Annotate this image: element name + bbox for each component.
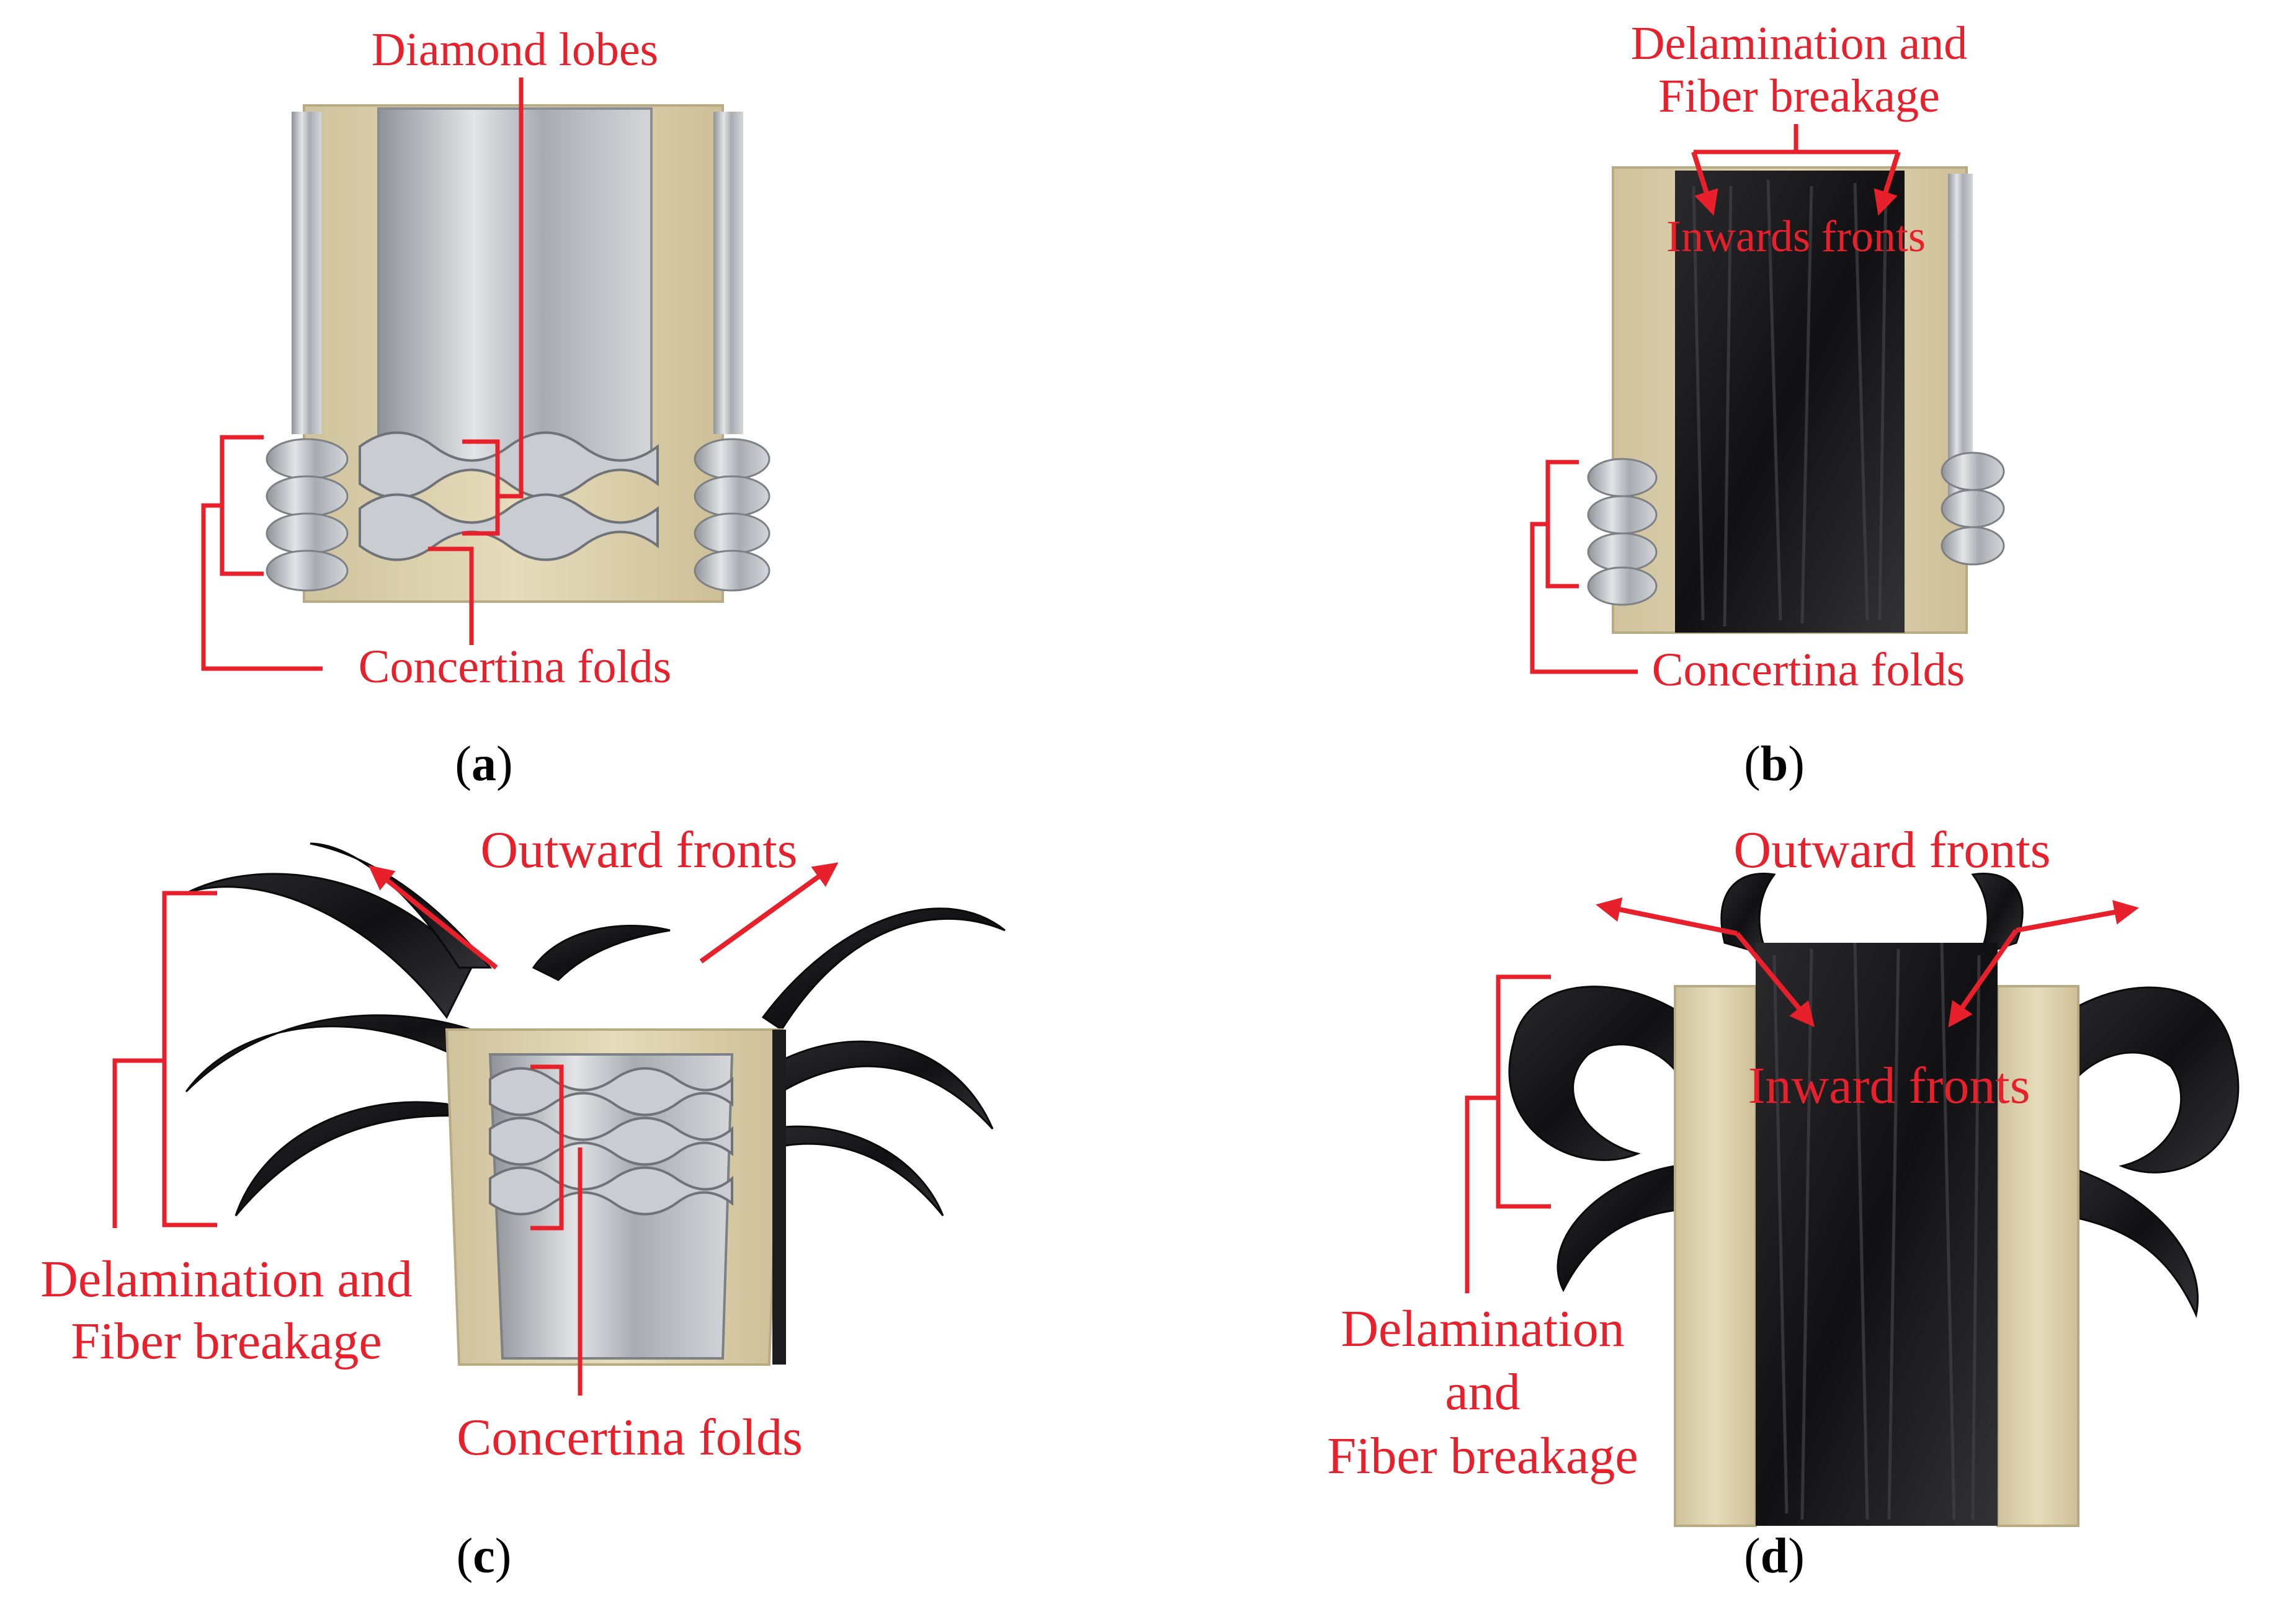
annotation-concertina-folds-c: Concertina folds [457,1064,803,1466]
panel-b: Delamination and Fiber breakage Inwards … [1530,17,2005,791]
label-outward-fronts-d: Outward fronts [1734,821,2051,879]
label-inward-fronts-d: Inward fronts [1748,1057,2030,1115]
annotation-outward-fronts-d: Outward fronts Inward fronts [1596,821,2139,1115]
label-delamination-d-line3: Fiber breakage [1327,1427,1638,1485]
label-concertina-folds-c: Concertina folds [457,1409,803,1466]
label-delamination-b-line2: Fiber breakage [1658,70,1940,122]
caption-b: (b) [1744,737,1805,791]
annotation-concertina-folds-b: Concertina folds [1530,460,1965,696]
caption-a: (a) [455,737,512,791]
label-concertina-folds-b: Concertina folds [1652,644,1965,696]
annotation-delamination-b: Delamination and Fiber breakage Inwards … [1631,17,1967,261]
specimen-b-photo [1587,166,2005,634]
annotation-concertina-folds-a: Concertina folds [201,435,671,693]
caption-c: (c) [457,1529,512,1583]
annotation-outward-fronts-c: Outward fronts [368,821,839,970]
panel-c: Outward fronts Delamination and Fiber br… [40,821,1006,1583]
specimen-d-photo [1508,873,2240,1527]
annotation-delamination-d: Delamination and Fiber breakage [1327,974,1638,1485]
annotation-diamond-lobes: Diamond lobes [372,24,658,536]
caption-d: (d) [1744,1529,1805,1583]
panel-d: Outward fronts Inward fronts Delaminatio… [1327,821,2240,1583]
specimen-a-photo [266,104,771,603]
label-delamination-d-line1: Delamination [1341,1300,1624,1358]
specimen-c-photo [185,842,1006,1366]
annotation-delamination-c: Delamination and Fiber breakage [40,891,413,1370]
label-delamination-b-line1: Delamination and [1631,17,1967,69]
label-diamond-lobes: Diamond lobes [372,24,658,76]
panel-a: Diamond lobes Concertina folds (a) [201,24,771,791]
label-delamination-c-line2: Fiber breakage [71,1312,382,1370]
label-concertina-folds-a: Concertina folds [359,641,671,693]
label-outward-fronts-c: Outward fronts [481,821,798,879]
label-delamination-d-line2: and [1445,1363,1520,1421]
label-inwards-fronts-b: Inwards fronts [1666,212,1926,261]
label-delamination-c-line1: Delamination and [40,1250,412,1308]
